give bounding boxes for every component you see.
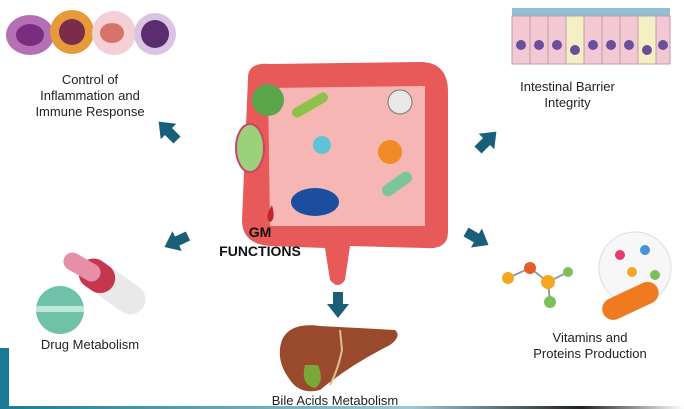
immune-response-label: Control of Inflammation and Immune Respo… [5,72,175,120]
arrow-down-icon [327,292,349,318]
immune-cells-illustration [6,10,176,55]
gm-title-line2: FUNCTIONS [219,243,301,259]
drug-metabolism-label: Drug Metabolism [40,337,140,352]
barrier-label-line2: Integrity [544,95,591,110]
intestine-illustration [235,62,448,285]
vitamins-illustration [502,231,672,320]
arrow-right-icon [463,227,489,248]
vitamins-label-line1: Vitamins and [552,330,628,345]
arrow-up-right-icon [474,131,497,154]
left-edge-accent [0,348,9,409]
bile-acids-label: Bile Acids Metabolism [271,393,399,408]
pills-illustration [36,252,146,334]
immune-label-line1: Control of [61,72,119,87]
liver-illustration [279,325,398,392]
vitamins-label-line2: Proteins Production [533,346,647,361]
bottom-border [0,406,684,409]
vitamins-proteins-label: Vitamins and Proteins Production [500,330,680,362]
arrow-up-left-icon [158,121,181,144]
barrier-integrity-label: Intestinal Barrier Integrity [490,79,645,111]
arrow-left-icon [164,231,191,252]
epithelium-illustration [511,8,671,65]
immune-label-line2: Inflammation and [40,88,140,103]
arrows [158,121,497,318]
gm-functions-title: GM FUNCTIONS [200,223,320,261]
barrier-label-line1: Intestinal Barrier [520,79,615,94]
gm-title-line1: GM [248,224,272,240]
immune-label-line3: Immune Response [35,104,145,119]
